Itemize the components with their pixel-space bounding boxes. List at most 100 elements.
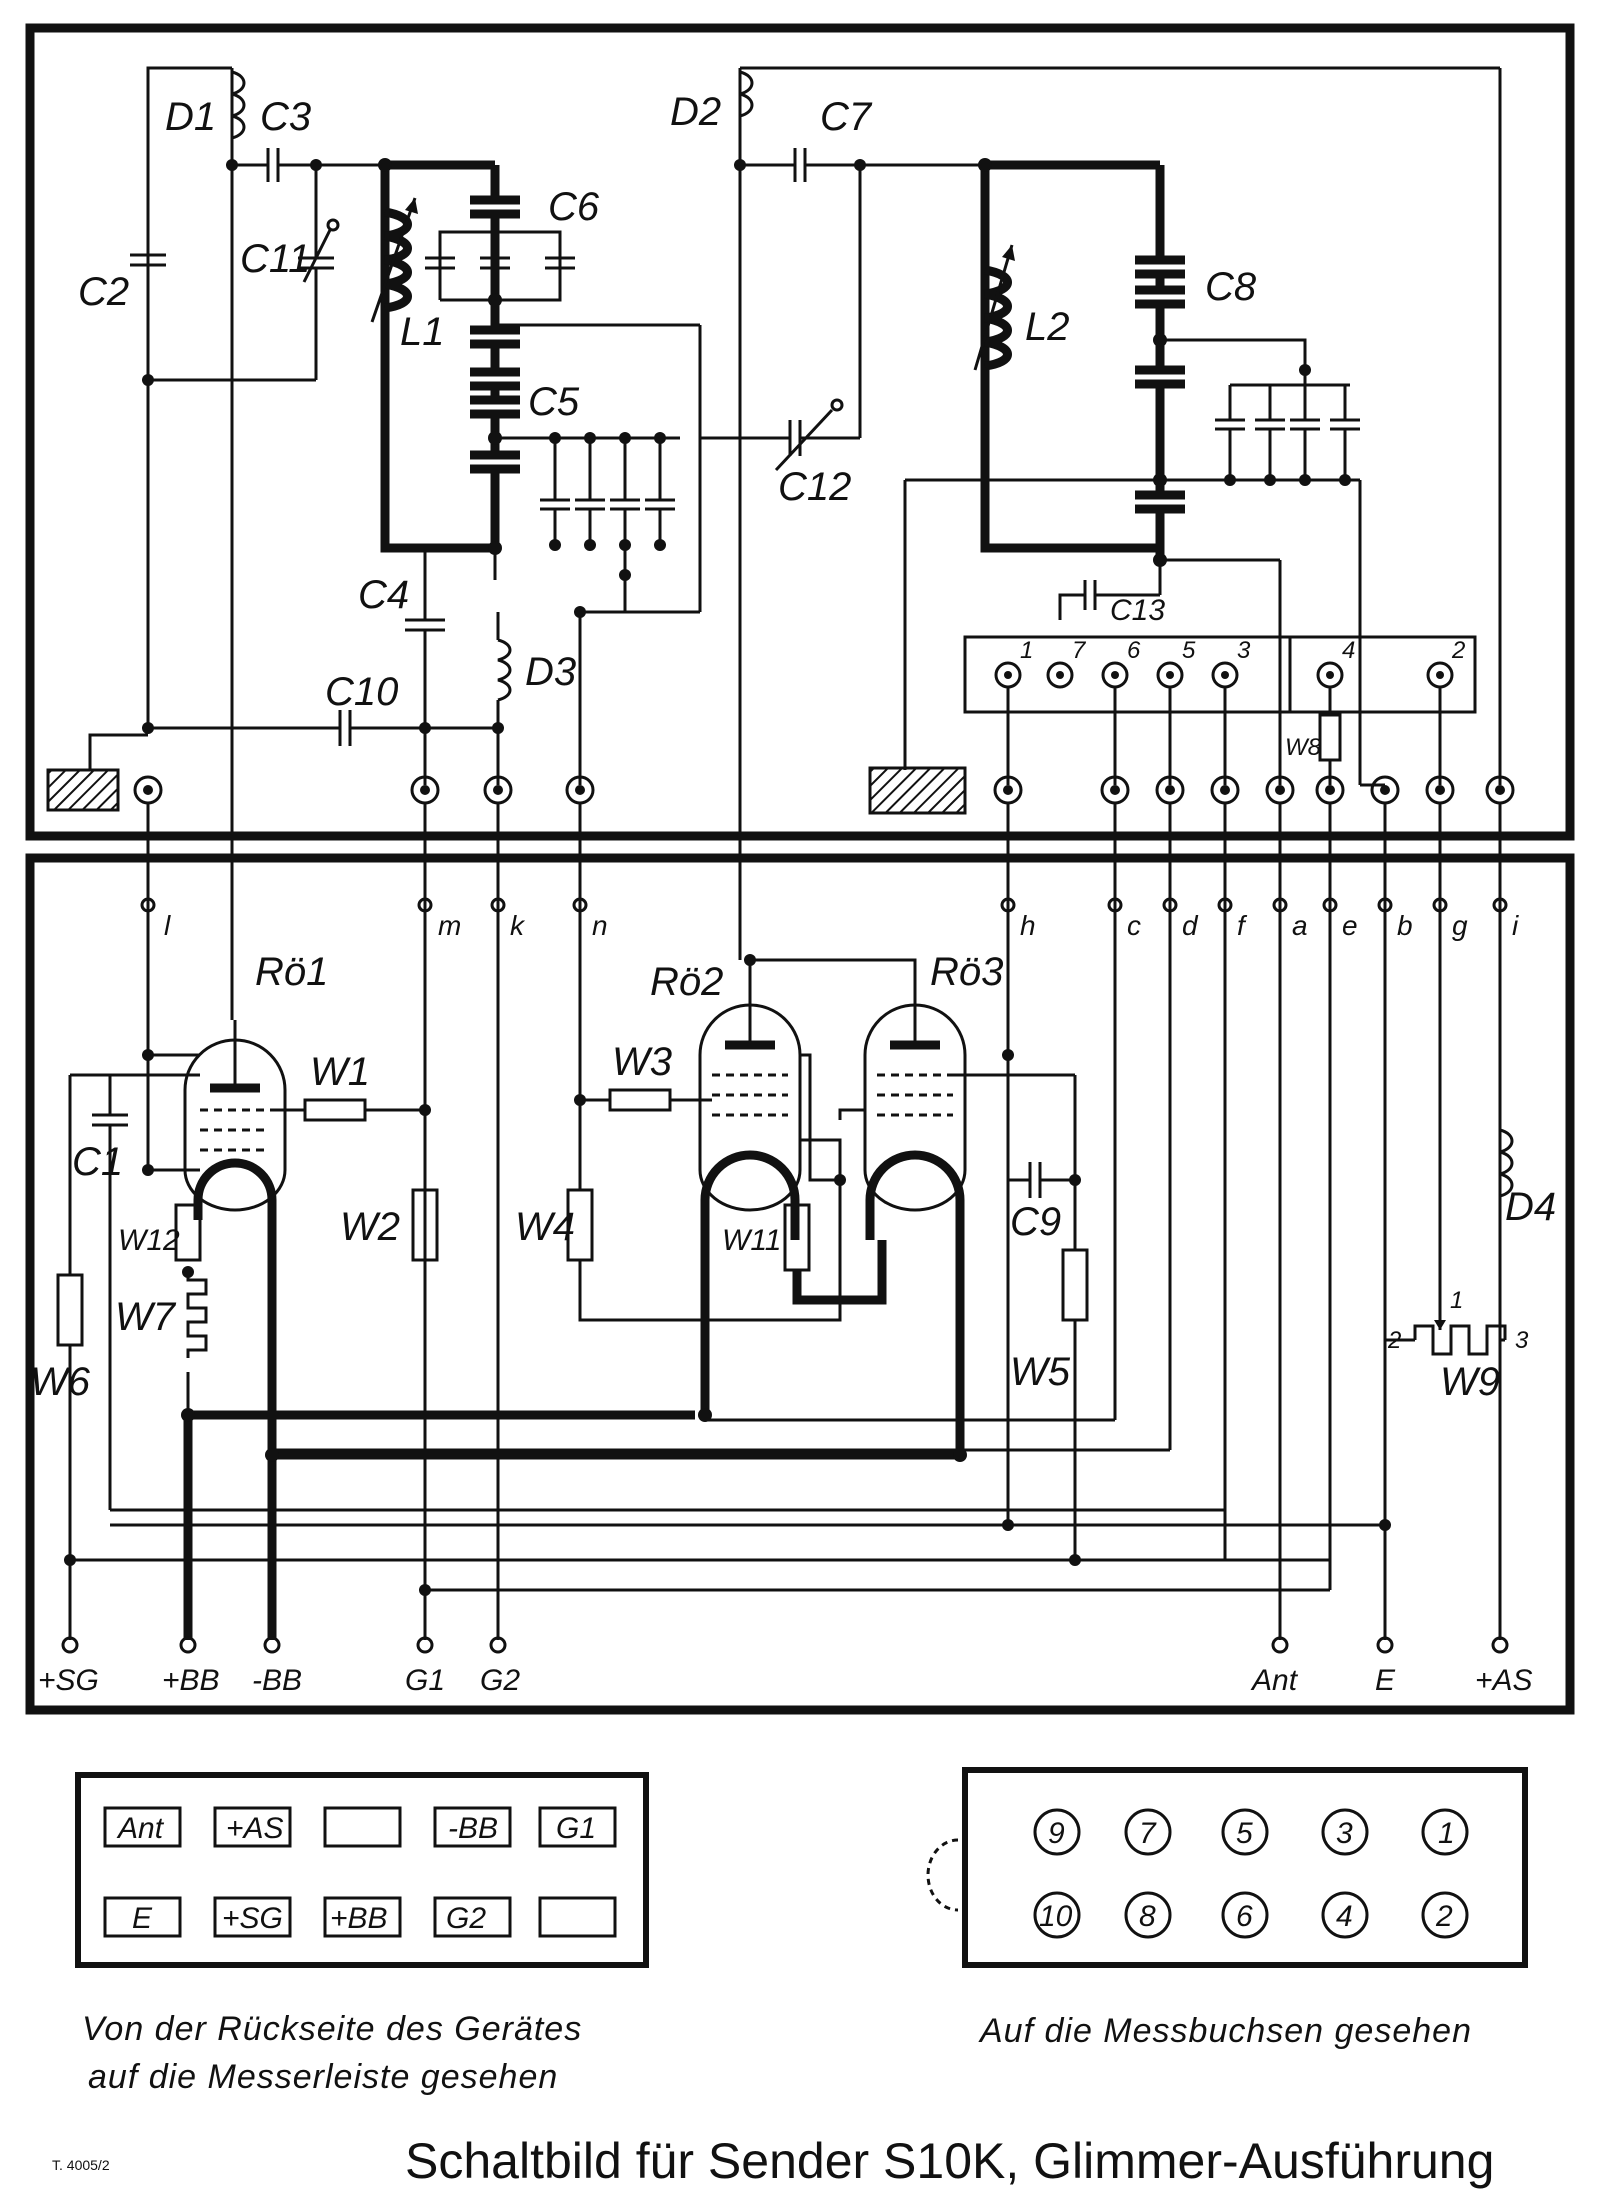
terminal-label-as: +AS — [1475, 1664, 1533, 1697]
tube-ro3 — [863, 975, 967, 1240]
knife-cell — [213, 1896, 292, 1938]
jack-number: 8 — [1139, 1900, 1156, 1933]
label-d1: D1 — [165, 95, 216, 139]
line-label-h: h — [1020, 910, 1036, 941]
w3-resistor — [608, 1088, 672, 1112]
switch-number-6: 6 — [1127, 637, 1141, 664]
terminal-label-e: E — [1375, 1664, 1396, 1697]
bottom-terminals[interactable] — [61, 1636, 1509, 1654]
label-w6: W6 — [30, 1360, 91, 1404]
label-d4: D4 — [1505, 1185, 1556, 1229]
label-w11: W11 — [722, 1224, 781, 1257]
upper-right-stage — [734, 66, 1502, 960]
label-c1: C1 — [72, 1140, 123, 1184]
ground-block-left — [46, 768, 120, 812]
knife-cell — [213, 1806, 292, 1848]
label-c8: C8 — [1205, 265, 1257, 309]
line-label-l: l — [164, 910, 171, 941]
label-c6: C6 — [548, 185, 600, 229]
terminal-label-ant: Ant — [1250, 1664, 1299, 1697]
d3-choke — [497, 638, 512, 702]
label-c12: C12 — [778, 465, 851, 509]
jack-number: 3 — [1336, 1817, 1353, 1850]
c8-bank — [1215, 364, 1360, 486]
lower-plug-pins — [140, 897, 1508, 913]
c5-bank — [540, 432, 675, 612]
w5-resistor — [1061, 1248, 1089, 1322]
label-w4: W4 — [515, 1205, 575, 1249]
ground-block-right — [868, 766, 967, 815]
jack-number: 10 — [1039, 1900, 1073, 1933]
jack-number: 1 — [1438, 1817, 1455, 1850]
line-label-b: b — [1397, 910, 1413, 941]
line-label-e: e — [1342, 910, 1358, 941]
label-w1: W1 — [310, 1050, 370, 1094]
label-c10: C10 — [325, 670, 398, 714]
label-c11: C11 — [240, 237, 310, 281]
terminal-label-minus-bb: -BB — [252, 1664, 302, 1697]
knife-label: -BB — [448, 1812, 498, 1845]
terminal-label-g2: G2 — [480, 1664, 520, 1697]
jack-number: 9 — [1048, 1817, 1065, 1850]
upper-jack-row[interactable] — [133, 775, 1515, 805]
line-label-i: i — [1512, 910, 1519, 941]
knife-cell — [538, 1896, 617, 1938]
switch-number-1: 1 — [1020, 637, 1033, 664]
label-w5: W5 — [1010, 1350, 1071, 1394]
jack-number: 6 — [1236, 1900, 1253, 1933]
switch-number-7: 7 — [1072, 637, 1087, 664]
line-label-k: k — [510, 910, 526, 941]
lower-unit-frame — [25, 853, 1575, 1715]
label-l1: L1 — [400, 310, 445, 354]
l2-coil — [984, 265, 1012, 371]
w9-tap-3: 3 — [1515, 1327, 1529, 1354]
switch-number-4: 4 — [1342, 637, 1355, 664]
upper-left-stage — [46, 66, 860, 860]
label-w7: W7 — [115, 1295, 177, 1339]
label-w3: W3 — [612, 1040, 672, 1084]
line-label-a: a — [1292, 910, 1308, 941]
caption-right: Auf die Messbuchsen gesehen — [978, 2012, 1472, 2050]
line-label-g: g — [1452, 910, 1468, 941]
line-label-c: c — [1127, 910, 1141, 941]
knife-cell — [433, 1806, 512, 1848]
line-label-m: m — [438, 910, 461, 941]
label-w8: W8 — [1285, 734, 1322, 761]
label-w9: W9 — [1440, 1360, 1500, 1404]
switch-number-5: 5 — [1182, 637, 1196, 664]
terminal-label-g1: G1 — [405, 1664, 445, 1697]
line-label-f: f — [1237, 910, 1248, 941]
knife-cell — [103, 1896, 182, 1938]
switch-number-3: 3 — [1237, 637, 1251, 664]
switch-contacts — [994, 661, 1454, 689]
lower-unit-wiring — [56, 803, 1514, 1640]
label-c2: C2 — [78, 270, 129, 314]
d2-choke — [739, 70, 754, 118]
knife-cell — [538, 1806, 617, 1848]
knife-cell — [103, 1806, 182, 1848]
label-l2: L2 — [1025, 305, 1070, 349]
jack-number: 7 — [1139, 1817, 1157, 1850]
jack-panel-box — [926, 1767, 1528, 1968]
label-ro2: Rö2 — [650, 960, 723, 1004]
label-d3: D3 — [525, 650, 576, 694]
knife-cell — [323, 1806, 402, 1848]
label-w2: W2 — [340, 1205, 400, 1249]
w12-resistor — [174, 1203, 202, 1262]
d4-choke — [1499, 1128, 1514, 1198]
switch-strip[interactable] — [963, 635, 1477, 714]
d1-choke — [231, 70, 246, 140]
jack-number: 5 — [1236, 1817, 1253, 1850]
w1-resistor — [303, 1098, 367, 1122]
w6-resistor — [56, 1273, 84, 1347]
knife-label: +SG — [222, 1902, 283, 1935]
label-d2: D2 — [670, 90, 721, 134]
w9-tap-1: 1 — [1450, 1287, 1463, 1314]
knife-label: G1 — [556, 1812, 596, 1845]
knife-label: +AS — [226, 1812, 284, 1845]
label-c13: C13 — [1110, 594, 1165, 627]
tube-ro2 — [698, 975, 802, 1240]
knife-label: E — [132, 1902, 153, 1935]
jack-number: 2 — [1435, 1900, 1453, 1933]
